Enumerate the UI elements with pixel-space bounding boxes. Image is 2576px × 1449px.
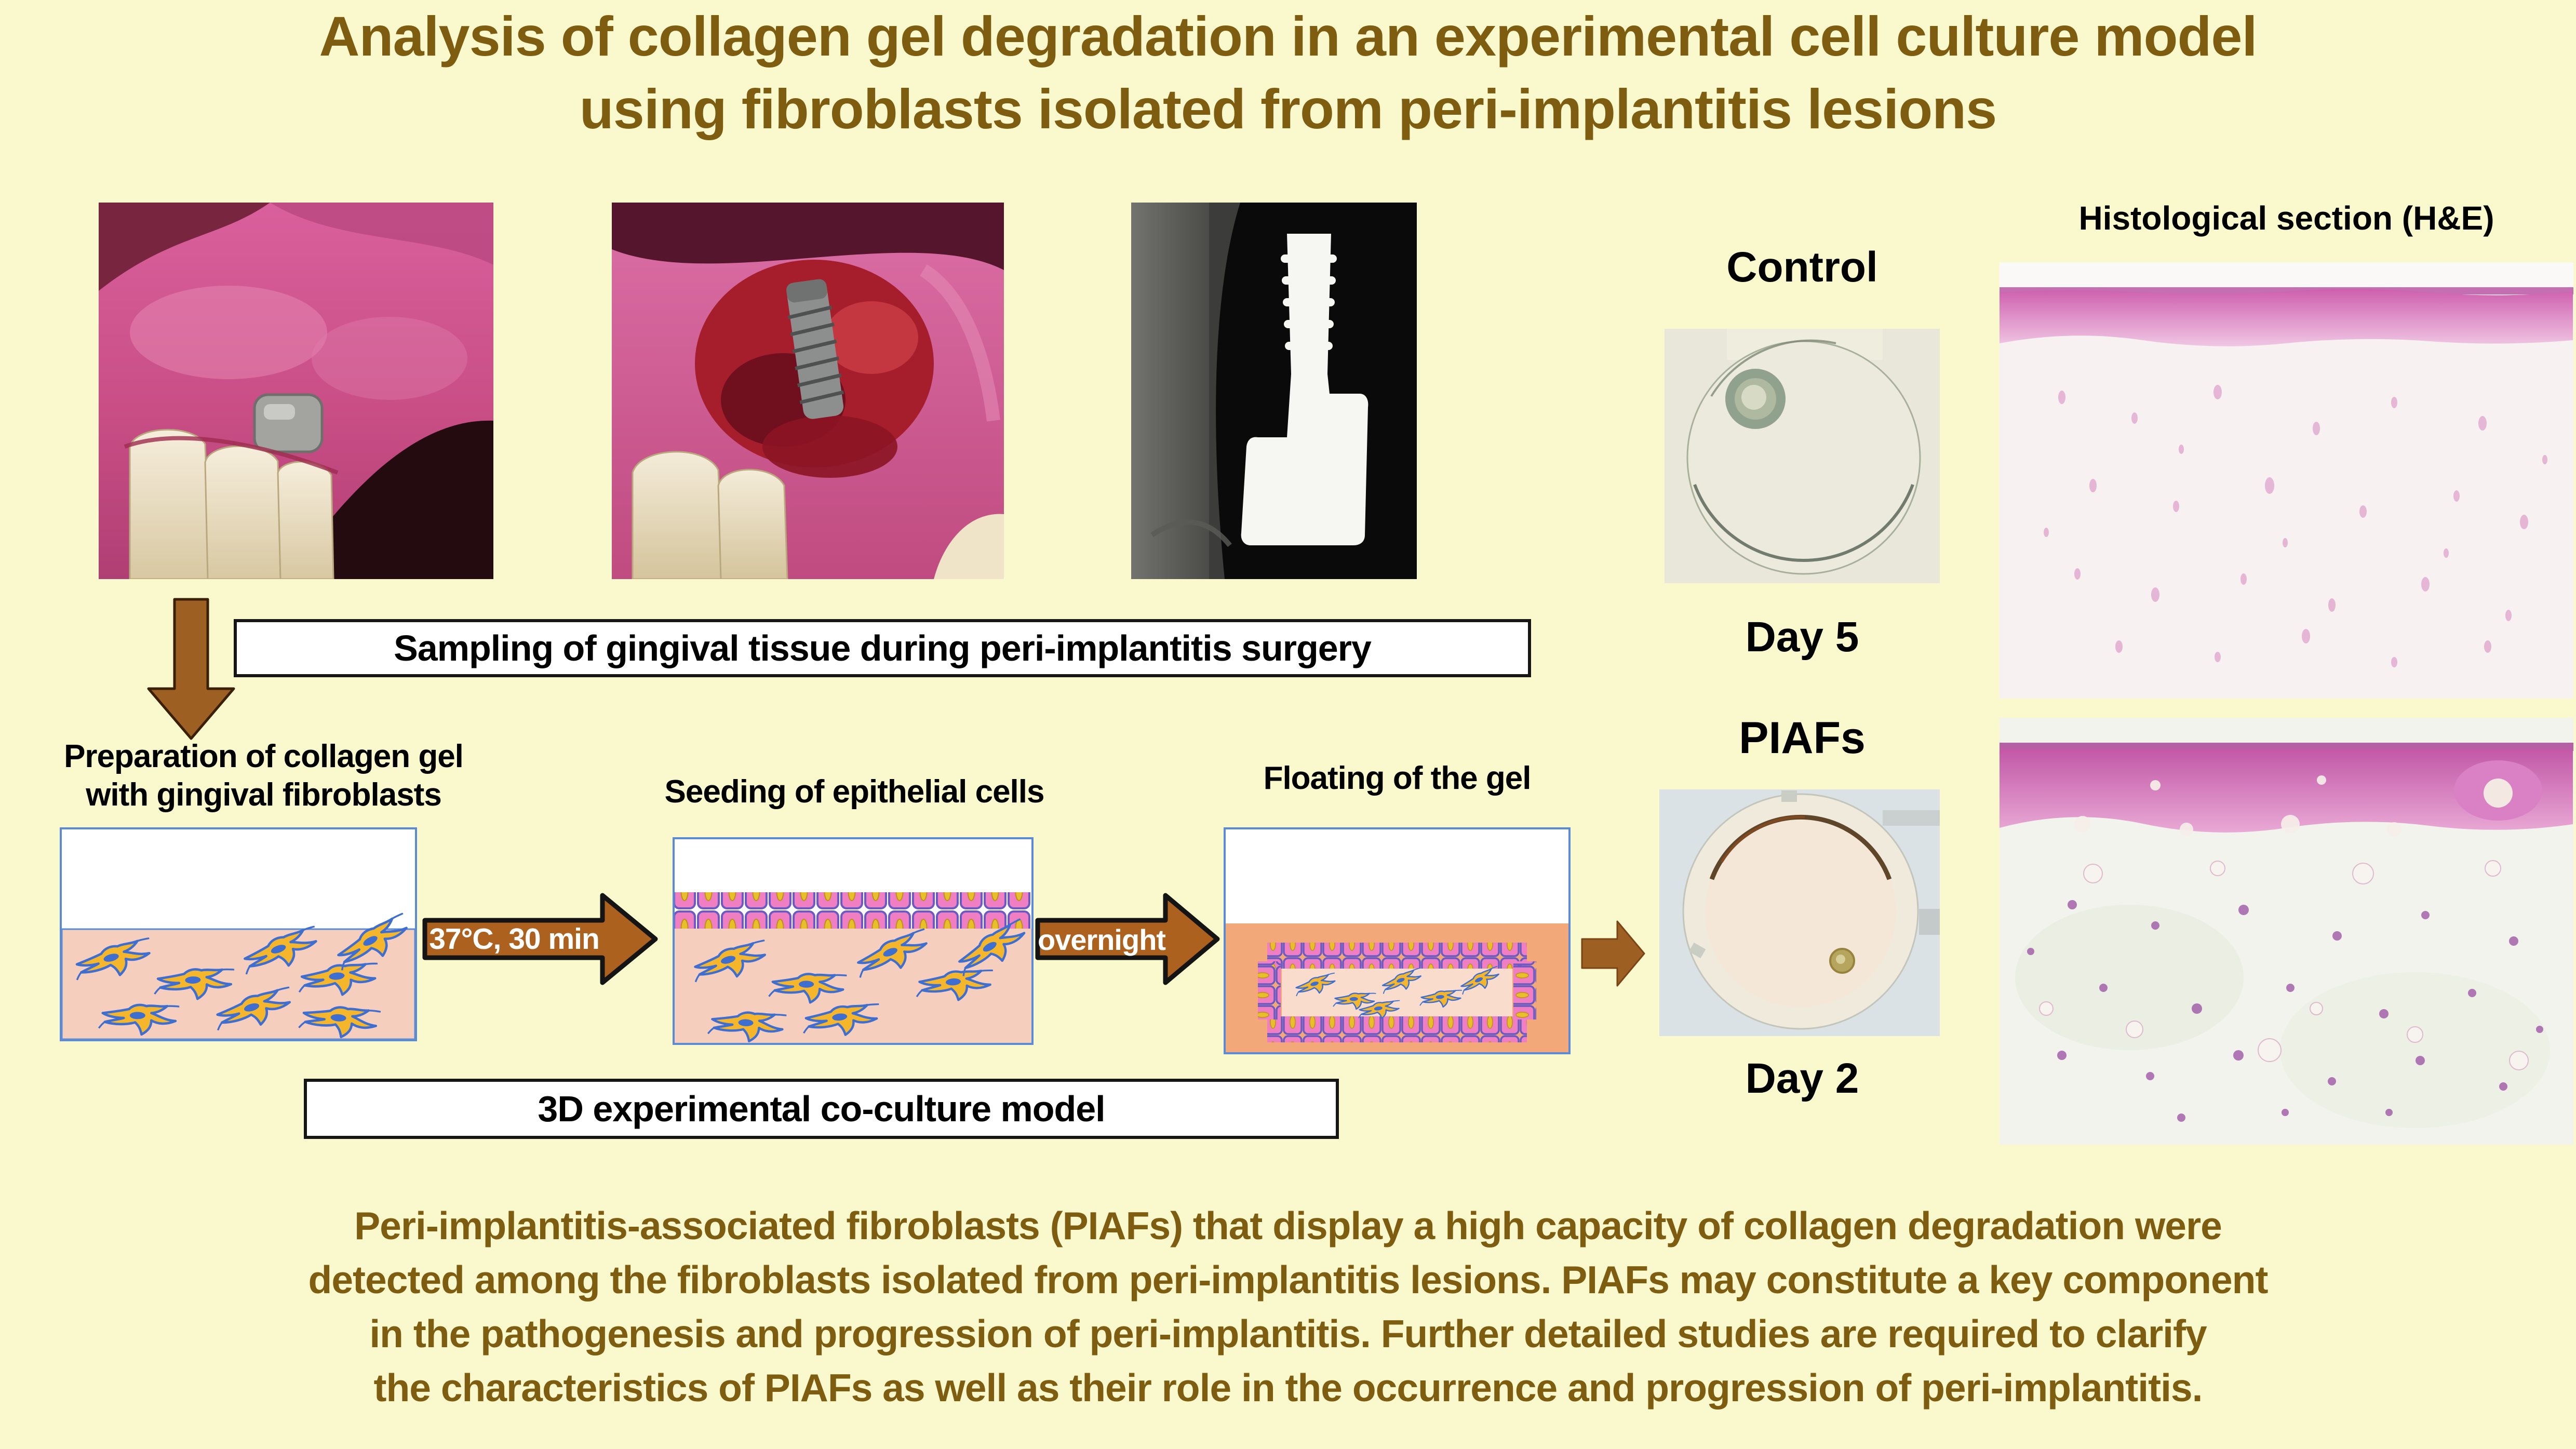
- down-arrow-icon: [147, 598, 235, 740]
- figure-title: Analysis of collagen gel degradation in …: [0, 0, 2576, 145]
- clinical-photo-surgery: [612, 203, 1004, 579]
- gel-container-1: [60, 827, 417, 1041]
- radiograph-image: [1131, 203, 1417, 579]
- control-label: Control: [1726, 244, 1878, 291]
- arrow-overnight: [1035, 887, 1222, 991]
- histology-section-label: Histological section (H&E): [2078, 199, 2494, 237]
- intact-gel-ring: [1725, 369, 1786, 429]
- gel-container-3-image: [1224, 827, 1571, 1054]
- clinical-photo-2-image: [612, 203, 1004, 579]
- implant-xray-shape: [1241, 234, 1369, 545]
- gel-container-2-image: [673, 837, 1034, 1045]
- histology-image-piafs: [2000, 718, 2573, 1145]
- figure-title-line2: using fibroblasts isolated from peri-imp…: [579, 77, 1997, 140]
- figure-title-line1: Analysis of collagen gel degradation in …: [319, 5, 2258, 68]
- epithelial-cell-row: [675, 892, 1031, 929]
- piafs-dish-photo: [1659, 789, 1940, 1036]
- piafs-dish-image: [1659, 789, 1940, 1036]
- arrow-37c-30min-icon: [422, 893, 658, 985]
- coculture-box: 3D experimental co-culture model: [304, 1079, 1339, 1139]
- piafs-day-label: Day 2: [1745, 1055, 1859, 1102]
- arrow-overnight-icon: [1035, 893, 1220, 985]
- arrow-37c-30min: [422, 887, 660, 991]
- down-arrow: [146, 597, 236, 742]
- degraded-gel-blob: [1829, 948, 1855, 974]
- summary-line3: in the pathogenesis and progression of p…: [369, 1312, 2207, 1356]
- step1-label-line1: Preparation of collagen gel: [64, 739, 464, 774]
- implant-screw: [786, 279, 844, 419]
- sampling-box-text: Sampling of gingival tissue during peri-…: [394, 628, 1372, 668]
- summary-paragraph: Peri-implantitis-associated fibroblasts …: [42, 1199, 2534, 1415]
- control-day-label: Day 5: [1745, 613, 1859, 661]
- histology-control-svg: [2000, 262, 2573, 699]
- histology-image-control: [2000, 262, 2573, 699]
- gel-container-3: [1224, 827, 1571, 1054]
- step1-label: Preparation of collagen gel with gingiva…: [8, 737, 519, 814]
- histology-piafs-svg: [2000, 718, 2573, 1145]
- summary-line4: the characteristics of PIAFs as well as …: [373, 1366, 2203, 1410]
- summary-line1: Peri-implantitis-associated fibroblasts …: [354, 1204, 2222, 1247]
- control-dish-photo: [1665, 329, 1940, 583]
- step1-label-line2: with gingival fibroblasts: [86, 777, 442, 813]
- gel-container-1-image: [60, 827, 417, 1041]
- radiograph-photo: [1131, 203, 1417, 579]
- gel-container-2: [673, 837, 1034, 1045]
- sampling-box: Sampling of gingival tissue during peri-…: [234, 619, 1531, 677]
- arrow-to-results: [1580, 918, 1646, 989]
- clinical-photo-periimplantitis: [99, 203, 493, 579]
- step3-label: Floating of the gel: [1263, 760, 1532, 796]
- control-dish-image: [1665, 329, 1940, 583]
- clinical-photo-1-image: [99, 203, 493, 579]
- arrow-to-results-icon: [1581, 920, 1645, 987]
- summary-line2: detected among the fibroblasts isolated …: [308, 1258, 2269, 1302]
- coculture-box-text: 3D experimental co-culture model: [538, 1089, 1105, 1129]
- arrow2-label: overnight: [1037, 923, 1166, 956]
- floating-gel: [1258, 943, 1536, 1042]
- step2-label: Seeding of epithelial cells: [664, 774, 1045, 810]
- piafs-label: PIAFs: [1739, 713, 1866, 763]
- arrow1-label: 37°C, 30 min: [429, 922, 600, 956]
